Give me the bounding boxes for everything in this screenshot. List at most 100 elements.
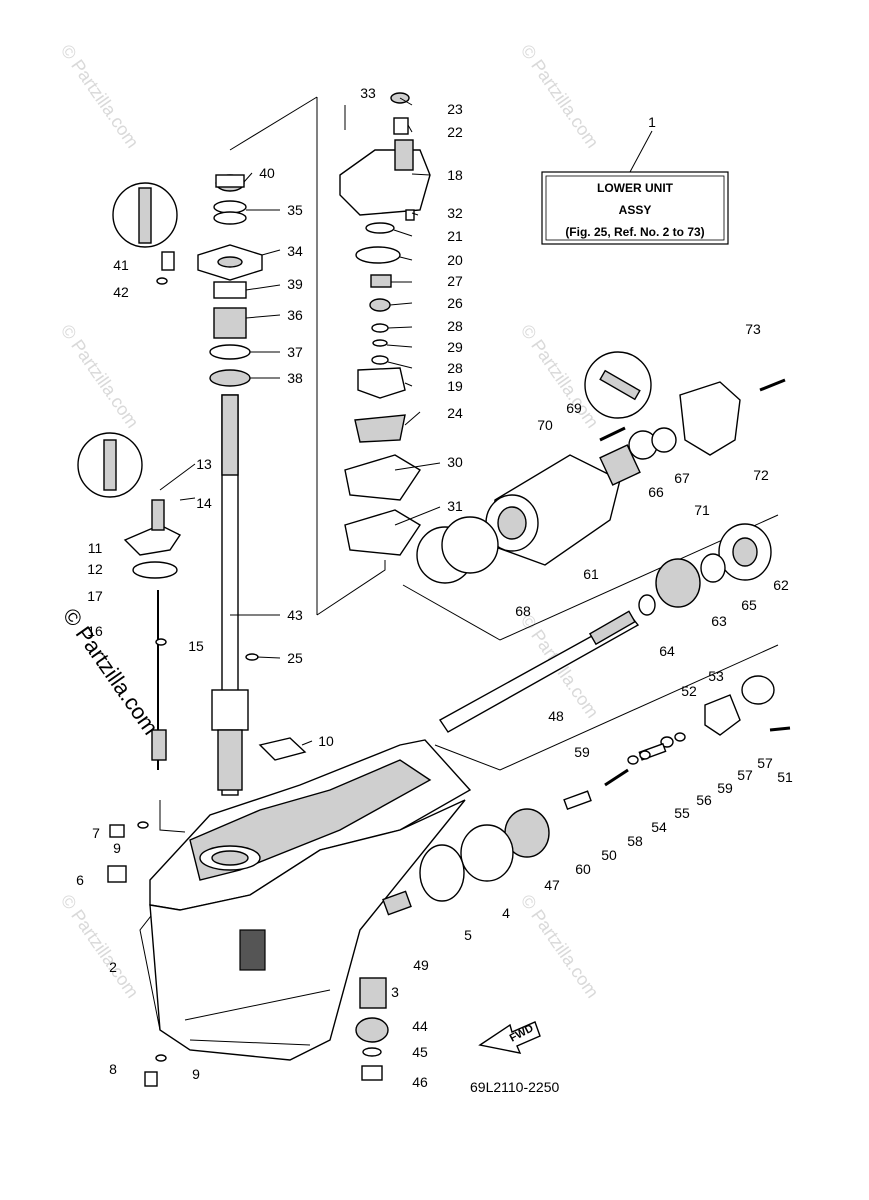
callout-23: 23 xyxy=(447,101,463,117)
callout-62: 63 xyxy=(711,613,727,629)
drive-shaft-stack xyxy=(197,174,263,387)
callout-1: 1 xyxy=(648,114,656,130)
callout-16: 16 xyxy=(87,623,103,639)
callout-48: 48 xyxy=(548,708,564,724)
lower-unit-housing xyxy=(149,739,472,1061)
callout-29: 29 xyxy=(447,339,463,355)
callout-20: 20 xyxy=(447,252,463,268)
shift-rod-assembly xyxy=(123,499,182,770)
fwd-arrow: FWD xyxy=(478,1021,541,1054)
callout-18: 18 xyxy=(447,167,463,183)
callout-63: 64 xyxy=(659,643,675,659)
callout-labels: 1 2 3 4 5 6 7 8 9 9 10 11 12 13 14 15 16… xyxy=(76,85,793,1090)
callout-32: 32 xyxy=(447,205,463,221)
prop-shaft-housing xyxy=(416,378,786,733)
callout-60: 61 xyxy=(583,566,599,582)
callout-67: 68 xyxy=(515,603,531,619)
watermark-main: © Partzilla.com xyxy=(58,604,164,740)
callout-27: 27 xyxy=(447,273,463,289)
callout-2: 2 xyxy=(109,959,117,975)
grease-icon-group xyxy=(77,182,652,498)
watermark-2: © Partzilla.com xyxy=(517,41,603,152)
callout-26: 26 xyxy=(447,295,463,311)
callout-72: 73 xyxy=(745,321,761,337)
callout-17: 17 xyxy=(87,588,103,604)
title-line-2: ASSY xyxy=(619,203,652,217)
callout-28-b: 28 xyxy=(447,360,463,376)
bracket-lines xyxy=(139,96,779,1031)
callout-31: 31 xyxy=(447,498,463,514)
callout-52: 52 xyxy=(681,683,697,699)
callout-37: 37 xyxy=(287,344,303,360)
callout-25: 25 xyxy=(287,650,303,666)
callout-24: 24 xyxy=(447,405,463,421)
callout-40: 40 xyxy=(259,165,275,181)
callout-70: 71 xyxy=(694,502,710,518)
drive-shaft xyxy=(211,394,249,796)
callout-13: 13 xyxy=(196,456,212,472)
callout-55-b: 56 xyxy=(696,792,712,808)
callout-50: 50 xyxy=(601,847,617,863)
leader-lines xyxy=(159,97,441,746)
callout-59-a: 59 xyxy=(574,744,590,760)
callout-46: 46 xyxy=(412,1074,428,1090)
callout-33: 33 xyxy=(360,85,376,101)
callout-68: 69 xyxy=(566,400,582,416)
callout-59-b: 60 xyxy=(575,861,591,877)
callout-35: 35 xyxy=(287,202,303,218)
callout-57-b: 58 xyxy=(627,833,643,849)
callout-28-a: 28 xyxy=(447,318,463,334)
callout-19: 19 xyxy=(447,378,463,394)
callout-39: 39 xyxy=(287,276,303,292)
title-box: LOWER UNIT ASSY (Fig. 25, Ref. No. 2 to … xyxy=(541,130,729,245)
title-line-1: LOWER UNIT xyxy=(597,181,674,195)
callout-61: 62 xyxy=(773,577,789,593)
watermark-5: © Partzilla.com xyxy=(57,891,143,1002)
callout-65: 66 xyxy=(648,484,664,500)
callout-11: 11 xyxy=(88,540,103,556)
watermark-6: © Partzilla.com xyxy=(517,891,603,1002)
callout-34: 34 xyxy=(287,243,303,259)
callout-58: 59 xyxy=(717,780,733,796)
callout-42: 42 xyxy=(113,284,129,300)
callout-57-a: 57 xyxy=(757,755,773,771)
water-pump-assembly xyxy=(339,92,431,556)
callout-9-b: 9 xyxy=(192,1066,200,1082)
callout-43: 43 xyxy=(287,607,303,623)
watermark-1: © Partzilla.com xyxy=(57,41,143,152)
watermark-3: © Partzilla.com xyxy=(57,321,143,432)
callout-54: 54 xyxy=(651,819,667,835)
callout-22: 22 xyxy=(447,124,463,140)
callout-15: 15 xyxy=(188,638,204,654)
callout-44: 44 xyxy=(412,1018,428,1034)
callout-53: 53 xyxy=(708,668,724,684)
callout-6: 6 xyxy=(76,872,84,888)
callout-36: 36 xyxy=(287,307,303,323)
clutch-gear-parts xyxy=(355,675,791,1081)
callout-5: 5 xyxy=(464,927,472,943)
callout-71: 72 xyxy=(753,467,769,483)
callout-49: 49 xyxy=(413,957,429,973)
callout-45: 45 xyxy=(412,1044,428,1060)
callout-64: 65 xyxy=(741,597,757,613)
figure-code: 69L2110-2250 xyxy=(470,1079,559,1095)
callout-4: 4 xyxy=(502,905,510,921)
callout-69: 70 xyxy=(537,417,553,433)
callout-21: 21 xyxy=(447,228,463,244)
callout-38: 38 xyxy=(287,370,303,386)
callout-41: 41 xyxy=(113,257,129,273)
callout-30: 30 xyxy=(447,454,463,470)
title-line-3: (Fig. 25, Ref. No. 2 to 73) xyxy=(565,225,704,239)
callout-56: 57 xyxy=(737,767,753,783)
callout-12: 12 xyxy=(87,561,103,577)
callout-10: 10 xyxy=(318,733,334,749)
callout-47: 47 xyxy=(544,877,560,893)
callout-51: 51 xyxy=(777,769,793,785)
callout-9-a: 9 xyxy=(113,840,121,856)
callout-14: 14 xyxy=(196,495,212,511)
callout-7: 7 xyxy=(92,825,100,841)
callout-55-a: 55 xyxy=(674,805,690,821)
callout-8: 8 xyxy=(109,1061,117,1077)
callout-66: 67 xyxy=(674,470,690,486)
